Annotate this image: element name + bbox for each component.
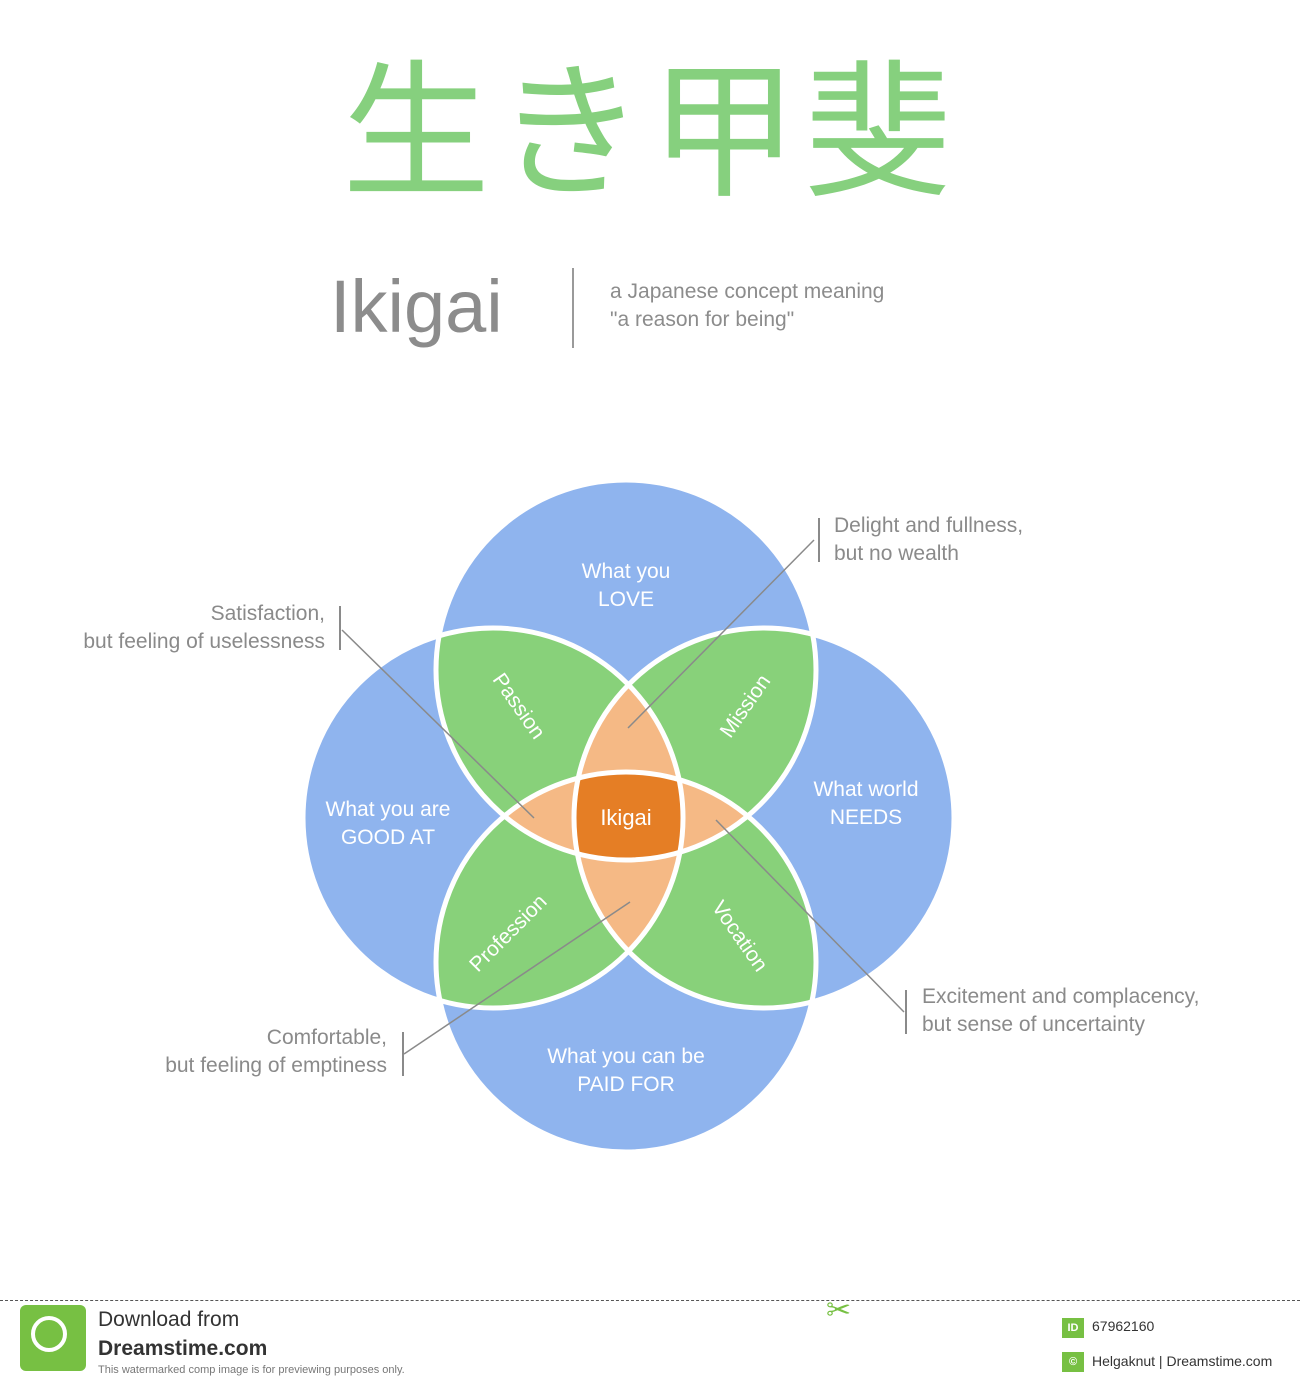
footer-credit: Helgaknut | Dreamstime.com	[1092, 1353, 1273, 1369]
callout-bar-top-left	[339, 606, 341, 650]
good-at-label-line1: What you are	[326, 798, 451, 821]
callout-top-right-line1: Delight and fullness,	[834, 514, 1024, 537]
ikigai-venn-diagram: What you LOVE What you are GOOD AT What …	[300, 477, 957, 1155]
leader-lines	[341, 539, 905, 1055]
leader-bottom-left	[403, 901, 631, 1055]
logo-swirl-icon	[31, 1316, 67, 1352]
footer-brand-link[interactable]: Dreamstime.com	[98, 1337, 268, 1360]
callout-top-right-line2: but no wealth	[834, 542, 959, 565]
callout-top-left-line1: Satisfaction,	[210, 602, 325, 625]
leader-top-left	[341, 629, 535, 819]
copyright-badge-icon: ©	[1062, 1352, 1084, 1372]
love-label-line2: LOVE	[598, 588, 654, 611]
callout-bottom-right-line1: Excitement and complacency,	[922, 985, 1200, 1008]
footer-download-text: Download from	[98, 1308, 240, 1331]
center-ikigai-label: Ikigai	[600, 805, 651, 830]
callout-bar-bottom-left	[402, 1032, 404, 1076]
callout-bottom-left-line1: Comfortable,	[266, 1026, 387, 1049]
good-at-label-line2: GOOD AT	[341, 826, 435, 849]
id-badge-icon: ID	[1062, 1318, 1084, 1338]
paid-for-label-line2: PAID FOR	[577, 1073, 675, 1096]
callout-bar-bottom-right	[905, 990, 907, 1034]
footer-divider	[0, 1300, 1300, 1301]
title-divider	[572, 268, 574, 348]
leader-bottom-right	[715, 819, 905, 1013]
footer-image-id: 67962160	[1092, 1318, 1155, 1334]
leader-top-right	[627, 539, 815, 729]
scissors-icon: ✂	[826, 1293, 852, 1328]
page-title: Ikigai	[330, 265, 503, 348]
callout-bottom-left-line2: but feeling of emptiness	[165, 1054, 387, 1077]
callout-bar-top-right	[818, 518, 820, 562]
tagline-line2: "a reason for being"	[610, 308, 795, 331]
love-label-line1: What you	[582, 560, 671, 583]
needs-label-line1: What world	[813, 778, 918, 801]
circle-outlines	[300, 477, 957, 1155]
paid-for-label-line1: What you can be	[547, 1045, 705, 1068]
callout-top-left-line2: but feeling of uselessness	[83, 630, 325, 653]
callout-bottom-right-line2: but sense of uncertainty	[922, 1013, 1145, 1036]
tagline-line1: a Japanese concept meaning	[610, 280, 885, 303]
footer-note: This watermarked comp image is for previ…	[98, 1364, 405, 1376]
needs-label-line2: NEEDS	[830, 806, 902, 829]
page-title-kanji: 生き甲斐	[342, 47, 958, 219]
